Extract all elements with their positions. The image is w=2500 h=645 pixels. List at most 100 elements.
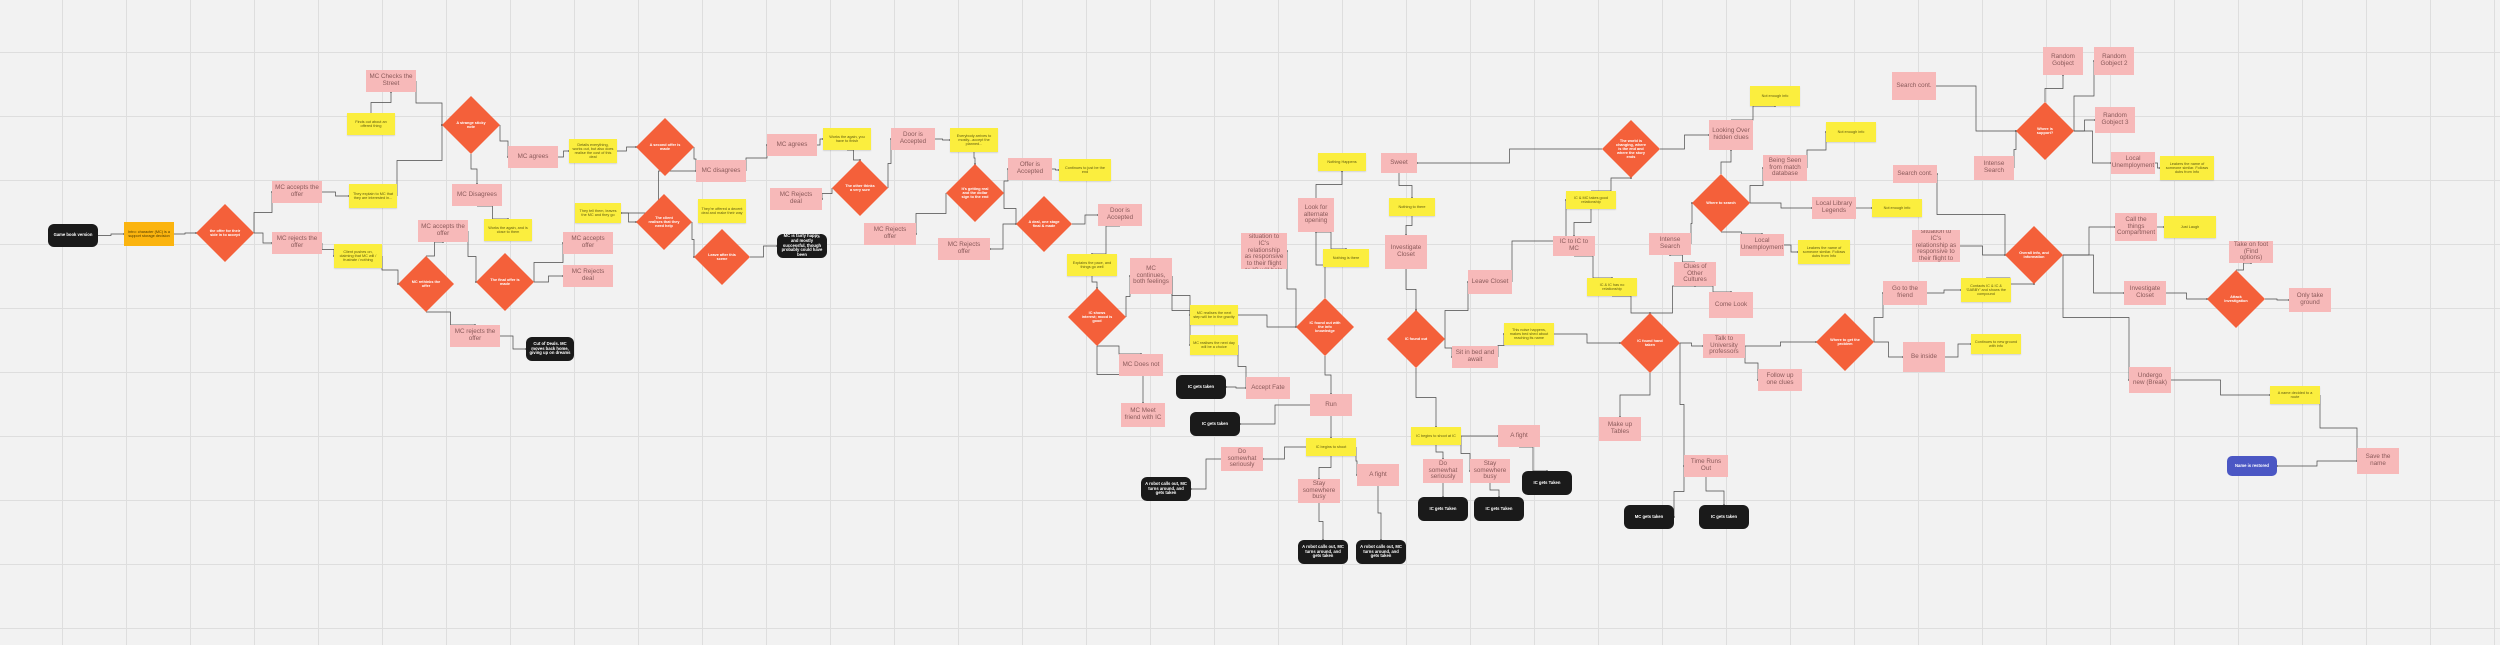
- sticky-note[interactable]: Works the again, and is close to them: [484, 219, 532, 241]
- sticky-note[interactable]: IC & MC takes good relationship: [1566, 191, 1616, 209]
- sticky-note[interactable]: Do somewhat seriously: [1221, 447, 1263, 471]
- sticky-note[interactable]: Clues of Other Cultures: [1674, 262, 1716, 286]
- sticky-note[interactable]: MC realises the next step will be in the…: [1190, 305, 1238, 325]
- decision-diamond[interactable]: IC found hand taken: [1620, 313, 1680, 373]
- sticky-note[interactable]: MC Rejects deal: [563, 265, 613, 287]
- sticky-note[interactable]: Finds out about an offered thing: [347, 113, 395, 135]
- sticky-note[interactable]: MC agrees: [508, 146, 558, 168]
- sticky-note[interactable]: Follow up one clues: [1758, 369, 1802, 391]
- sticky-note[interactable]: MC accepts the offer: [272, 181, 322, 203]
- sticky-note[interactable]: A name decided to a route: [2270, 386, 2320, 404]
- sticky-note[interactable]: IC to IC to MC: [1553, 236, 1595, 256]
- start-node[interactable]: Game book version: [48, 224, 98, 247]
- sticky-note[interactable]: MC rejects the offer: [450, 325, 500, 347]
- sticky-note[interactable]: Call the things Compartment: [2115, 213, 2157, 241]
- sticky-note[interactable]: Random Gobject 2: [2094, 47, 2134, 75]
- decision-diamond[interactable]: IC found out with the info knowledge: [1296, 298, 1354, 356]
- sticky-note[interactable]: Not enough info: [1826, 122, 1876, 142]
- decision-diamond[interactable]: The client realises that they need help: [636, 194, 692, 250]
- sticky-note[interactable]: Leakers the name of someone similar. Fol…: [2160, 156, 2214, 180]
- sticky-note[interactable]: MC accepts offer: [563, 232, 613, 254]
- sticky-note[interactable]: Local Unemployment: [1740, 234, 1784, 256]
- sticky-note[interactable]: Save the name: [2357, 448, 2399, 474]
- sticky-note[interactable]: Sit in bed and await: [1452, 346, 1498, 368]
- sticky-note[interactable]: Explains the pace, and things go well: [1067, 254, 1117, 276]
- sticky-note[interactable]: MC realises the next day will be a choic…: [1190, 335, 1238, 355]
- sticky-note[interactable]: Nothing Happens: [1318, 153, 1366, 171]
- sticky-note[interactable]: MC Checks the Street: [366, 70, 416, 92]
- decision-diamond[interactable]: A deal, one stage final & made: [1016, 196, 1072, 252]
- sticky-note[interactable]: Being Seen from match database: [1763, 155, 1807, 181]
- sticky-note[interactable]: MC continues, both feelings: [1130, 258, 1172, 294]
- ending-node[interactable]: Name is restored: [2227, 456, 2277, 476]
- decision-diamond[interactable]: Overall info, and information: [2005, 226, 2063, 284]
- sticky-note[interactable]: Random Gobject: [2043, 47, 2083, 75]
- decision-diamond[interactable]: Leave after this scene: [694, 229, 750, 285]
- ending-node[interactable]: A robot calls out, MC turns around, and …: [1356, 540, 1406, 564]
- sticky-note[interactable]: Intense Search: [1974, 156, 2014, 180]
- sticky-note[interactable]: Intense Search: [1649, 233, 1691, 255]
- ending-node[interactable]: MC gets taken: [1624, 505, 1674, 529]
- sticky-note[interactable]: MC Rejects offer: [938, 238, 990, 260]
- sticky-note[interactable]: Search cont.: [1892, 72, 1936, 100]
- ending-node[interactable]: IC gets Taken: [1522, 471, 1572, 495]
- sticky-note[interactable]: MC Rejects offer: [864, 223, 916, 245]
- ending-node[interactable]: IC gets Taken: [1474, 497, 1524, 521]
- sticky-note[interactable]: Time Runs Out: [1684, 455, 1728, 477]
- sticky-note[interactable]: Continues to just be the end: [1059, 159, 1111, 181]
- ending-node[interactable]: IC gets taken: [1190, 412, 1240, 436]
- sticky-note[interactable]: Do somewhat seriously: [1423, 459, 1463, 483]
- sticky-note[interactable]: Offer is Accepted: [1008, 158, 1052, 180]
- decision-diamond[interactable]: IC found out: [1387, 310, 1445, 368]
- decision-diamond[interactable]: the offer for their side in to accept: [196, 204, 254, 262]
- ending-node[interactable]: A robot calls out, MC turns around, and …: [1298, 540, 1348, 564]
- decision-diamond[interactable]: Attack Investigation: [2207, 270, 2265, 328]
- sticky-note[interactable]: They explain to MC that they are interes…: [349, 184, 397, 208]
- sticky-note[interactable]: Everybody arrives to mostly...accept the…: [950, 128, 998, 152]
- sticky-note[interactable]: Look for alternate opening: [1298, 198, 1334, 232]
- sticky-note[interactable]: Come Look: [1709, 292, 1753, 318]
- sticky-note[interactable]: Continues to new ground with info: [1971, 334, 2021, 354]
- sticky-note[interactable]: Talk to University professors: [1703, 334, 1745, 358]
- decision-diamond[interactable]: IC shows interest; mood is good: [1068, 288, 1126, 346]
- sticky-note[interactable]: Looking Over hidden clues: [1709, 120, 1753, 150]
- sticky-note[interactable]: MC rejects the offer: [272, 232, 322, 254]
- sticky-note[interactable]: They tell them, leaves the MC and they g…: [575, 203, 621, 223]
- sticky-note[interactable]: This noise happens, makes bed shed about…: [1504, 323, 1554, 345]
- sticky-note[interactable]: MC accepts the offer: [418, 220, 468, 242]
- sticky-note[interactable]: Random Gobject 3: [2095, 107, 2135, 133]
- ending-node[interactable]: MC is fairly happy, and mostly successfu…: [777, 234, 827, 258]
- sticky-note[interactable]: They're offered a decent deal and make t…: [698, 199, 746, 223]
- sticky-note[interactable]: Local Unemployment: [2111, 152, 2155, 174]
- sticky-note[interactable]: Accept Fate: [1246, 377, 1290, 399]
- sticky-note[interactable]: Leave Closet: [1468, 270, 1512, 294]
- sticky-note[interactable]: Only take ground: [2289, 288, 2331, 312]
- sticky-note[interactable]: MC Meet friend with IC: [1121, 403, 1165, 427]
- sticky-note[interactable]: Not enough info: [1872, 199, 1922, 217]
- sticky-note[interactable]: Take on foot (Find options): [2229, 241, 2273, 263]
- sticky-note[interactable]: IC begins to shoot at IC: [1411, 427, 1461, 445]
- decision-diamond[interactable]: The world is changing, where is the end …: [1602, 120, 1660, 178]
- sticky-note[interactable]: A fight: [1357, 464, 1399, 486]
- ending-node[interactable]: Cut of Deals. MC moves back home, giving…: [526, 337, 574, 361]
- sticky-note[interactable]: Nothing to there: [1389, 198, 1435, 216]
- sticky-note[interactable]: Door is Accepted: [1098, 204, 1142, 226]
- ending-node[interactable]: A robot calls out, MC turns around, and …: [1141, 477, 1191, 501]
- sticky-note[interactable]: Local Library Legends: [1812, 197, 1856, 219]
- sticky-note[interactable]: Contacts IC & IC & 'GABBY' and shows the…: [1961, 278, 2011, 302]
- sticky-note[interactable]: Make up Tables: [1599, 417, 1641, 441]
- decision-diamond[interactable]: Where to get the problem: [1816, 313, 1874, 371]
- sticky-note[interactable]: Leakers the name of someone similar. Fol…: [1798, 240, 1850, 264]
- decision-diamond[interactable]: Where to search: [1692, 174, 1750, 232]
- sticky-note[interactable]: Stay somewhere busy: [1298, 479, 1340, 503]
- decision-diamond[interactable]: A second offer is made: [636, 118, 694, 176]
- sticky-note[interactable]: Works the again, you have to finish: [823, 128, 871, 150]
- sticky-note[interactable]: Run: [1310, 394, 1352, 416]
- sticky-note[interactable]: Be inside: [1903, 342, 1945, 372]
- sticky-note[interactable]: Details everything, works out, but also …: [569, 139, 617, 163]
- decision-diamond[interactable]: A strange sticky note: [442, 96, 500, 154]
- sticky-note[interactable]: Door is Accepted: [891, 128, 935, 150]
- sticky-note[interactable]: Just Laugh: [2164, 216, 2216, 238]
- sticky-note[interactable]: Explain situation to IC's relationship a…: [1241, 233, 1287, 269]
- sticky-note[interactable]: Not enough info: [1750, 86, 1800, 106]
